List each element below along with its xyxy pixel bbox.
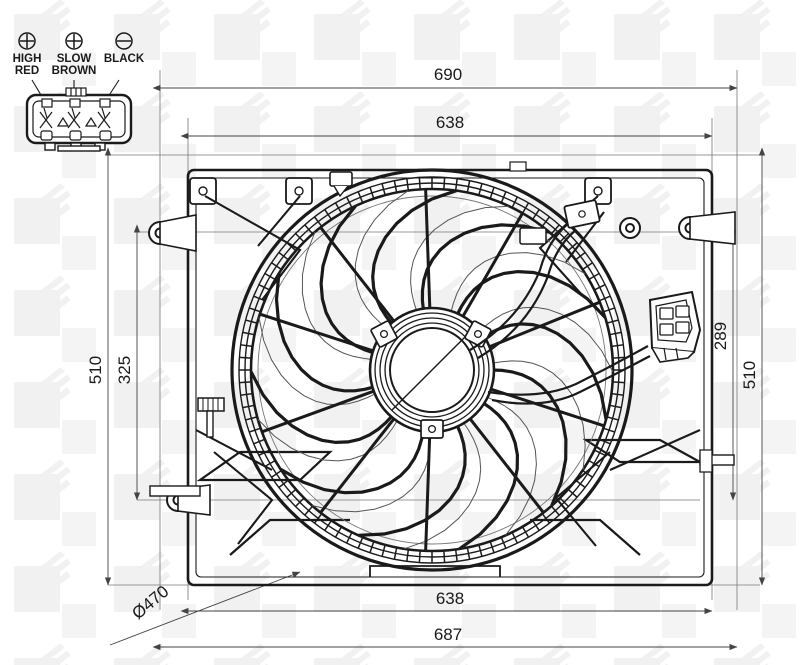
dimension-left: 510 325 [86, 147, 141, 586]
terminal-3-label-line1: BLACK [104, 53, 145, 65]
fan-shroud-assembly [148, 161, 736, 587]
right-mount-eyelets [619, 211, 736, 473]
motor-connector-block [648, 290, 702, 363]
dimension-top: 690 638 [152, 65, 738, 140]
dim-638-top: 638 [436, 113, 464, 132]
dim-510-left: 510 [86, 356, 105, 384]
terminal-1-label-line2: RED [15, 65, 39, 77]
threaded-stud-detail [197, 397, 225, 438]
dim-289: 289 [711, 322, 730, 350]
dimension-bottom: 638 687 [152, 589, 738, 651]
terminal-2-label-line1: SLOW [57, 53, 92, 65]
dimension-right: 289 510 [711, 147, 766, 586]
plus-circle-icon [18, 32, 36, 50]
connector-housing [25, 87, 133, 152]
terminal-2-label-line2: BROWN [52, 65, 97, 77]
fan-support-spokes [258, 188, 606, 552]
dim-690: 690 [434, 65, 462, 84]
left-mount-eyelets [148, 214, 211, 516]
dim-510-right: 510 [740, 361, 759, 389]
dim-687: 687 [434, 625, 462, 644]
fan-ring-serrations [239, 177, 625, 563]
top-center-bracket [329, 161, 527, 198]
connector-detail-group: HIGH RED SLOW BROWN BLACK [13, 32, 145, 152]
shroud-bottom-opening [369, 565, 501, 577]
dim-638-bottom: 638 [436, 589, 464, 608]
wiring-harness [469, 221, 651, 405]
harness-clip [519, 199, 601, 245]
fan-hub [368, 306, 496, 439]
dim-325: 325 [115, 356, 134, 384]
plus-circle-icon [65, 32, 83, 50]
minus-circle-icon [115, 32, 133, 50]
terminal-1-label-line1: HIGH [13, 53, 42, 65]
